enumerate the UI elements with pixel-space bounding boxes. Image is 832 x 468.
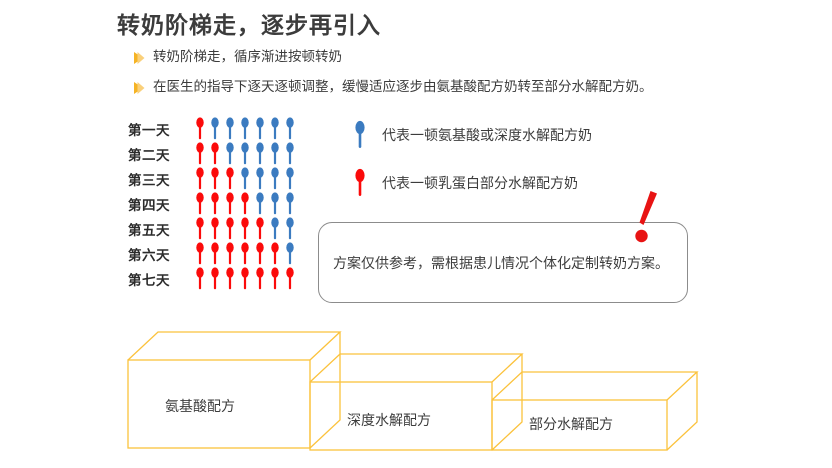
formula-stair-diagram — [120, 325, 720, 468]
spoon-icon-red — [194, 242, 209, 265]
spoon-icon-blue — [239, 142, 254, 165]
schedule-row: 第一天 — [128, 116, 299, 141]
disclaimer-text: 方案仅供参考，需根据患儿情况个体化定制转奶方案。 — [333, 254, 669, 271]
spoon-icon-red — [254, 267, 269, 290]
spoon-icon-red — [224, 267, 239, 290]
schedule-row: 第五天 — [128, 216, 299, 241]
page-title: 转奶阶梯走，逐步再引入 — [117, 12, 381, 38]
spoon-icon-blue — [254, 117, 269, 140]
box-label-amino-acid: 氨基酸配方 — [165, 398, 235, 414]
spoon-icon-blue — [284, 217, 299, 240]
spoon-icon-red — [209, 192, 224, 215]
spoon-icon-red — [284, 267, 299, 290]
bullet-text-2: 在医生的指导下逐天逐顿调整，缓慢适应逐步由氨基酸配方奶转至部分水解配方奶。 — [153, 79, 653, 94]
box-label-partially-hydrolyzed: 部分水解配方 — [529, 416, 613, 432]
spoon-row-4 — [194, 192, 299, 215]
spoon-icon-blue — [269, 142, 284, 165]
bullet-text-1: 转奶阶梯走，循序渐进按顿转奶 — [153, 49, 342, 64]
spoon-icon-blue — [239, 117, 254, 140]
spoon-icon-red — [209, 167, 224, 190]
legend-label-red: 代表一顿乳蛋白部分水解配方奶 — [382, 174, 578, 191]
spoon-icon-red — [194, 192, 209, 215]
day-label: 第五天 — [128, 222, 170, 238]
spoon-icon-red — [239, 267, 254, 290]
spoon-icon-red — [254, 217, 269, 240]
spoon-icon-red — [224, 242, 239, 265]
spoon-icon-blue — [209, 117, 224, 140]
transition-schedule-grid: 第一天 第二天 第三天 第四天 第五天 第六天 第七天 — [128, 116, 299, 291]
spoon-row-7 — [194, 267, 299, 290]
day-label: 第七天 — [128, 272, 170, 288]
arrow-bullet-icon — [133, 50, 146, 66]
spoon-row-5 — [194, 217, 299, 240]
spoon-icon-blue — [224, 117, 239, 140]
spoon-icon-blue — [254, 167, 269, 190]
spoon-icon-red — [194, 267, 209, 290]
spoon-icon-red — [209, 142, 224, 165]
spoon-icon-blue — [254, 142, 269, 165]
day-label: 第六天 — [128, 247, 170, 263]
spoon-icon-red — [194, 167, 209, 190]
spoon-icon-blue — [269, 192, 284, 215]
schedule-row: 第六天 — [128, 241, 299, 266]
spoon-icon-red — [224, 217, 239, 240]
spoon-icon-red — [239, 242, 254, 265]
day-label: 第二天 — [128, 147, 170, 163]
spoon-icon-blue — [254, 192, 269, 215]
spoon-icon-blue — [284, 192, 299, 215]
spoon-icon-blue — [269, 217, 284, 240]
spoon-icon-red — [239, 217, 254, 240]
spoon-icon-red — [269, 242, 284, 265]
schedule-row: 第三天 — [128, 166, 299, 191]
spoon-icon-red — [269, 267, 284, 290]
schedule-row: 第二天 — [128, 141, 299, 166]
arrow-bullet-icon — [133, 80, 146, 96]
spoon-icon-red — [254, 242, 269, 265]
bullet-item-1: 转奶阶梯走，循序渐进按顿转奶 — [133, 48, 342, 65]
spoon-icon-red — [209, 217, 224, 240]
schedule-row: 第七天 — [128, 266, 299, 291]
legend-label-blue: 代表一顿氨基酸或深度水解配方奶 — [382, 126, 592, 143]
legend: 代表一顿氨基酸或深度水解配方奶 代表一顿乳蛋白部分水解配方奶 — [352, 118, 592, 199]
spoon-icon-blue — [284, 242, 299, 265]
spoon-icon-red — [194, 117, 209, 140]
spoon-row-2 — [194, 142, 299, 165]
legend-item-blue: 代表一顿氨基酸或深度水解配方奶 — [352, 118, 592, 151]
day-label: 第四天 — [128, 197, 170, 213]
legend-item-red: 代表一顿乳蛋白部分水解配方奶 — [352, 166, 592, 199]
day-label: 第三天 — [128, 172, 170, 188]
spoon-icon-blue — [352, 120, 368, 149]
spoon-icon-red — [239, 192, 254, 215]
box-label-extensively-hydrolyzed: 深度水解配方 — [347, 412, 431, 428]
spoon-icon-red — [209, 267, 224, 290]
spoon-icon-blue — [269, 167, 284, 190]
day-label: 第一天 — [128, 122, 170, 138]
disclaimer-callout: 方案仅供参考，需根据患儿情况个体化定制转奶方案。 — [318, 222, 688, 303]
spoon-icon-red — [224, 167, 239, 190]
spoon-icon-red — [209, 242, 224, 265]
spoon-icon-blue — [239, 167, 254, 190]
spoon-row-6 — [194, 242, 299, 265]
spoon-icon-blue — [284, 167, 299, 190]
spoon-row-3 — [194, 167, 299, 190]
spoon-icon-blue — [284, 117, 299, 140]
spoon-row-1 — [194, 117, 299, 140]
exclamation-mark-icon — [630, 189, 664, 245]
spoon-icon-blue — [284, 142, 299, 165]
spoon-icon-red — [224, 192, 239, 215]
spoon-icon-red — [194, 142, 209, 165]
spoon-icon-blue — [224, 142, 239, 165]
spoon-icon-red — [194, 217, 209, 240]
schedule-row: 第四天 — [128, 191, 299, 216]
spoon-icon-blue — [269, 117, 284, 140]
bullet-item-2: 在医生的指导下逐天逐顿调整，缓慢适应逐步由氨基酸配方奶转至部分水解配方奶。 — [133, 78, 653, 95]
spoon-icon-red — [352, 168, 368, 197]
